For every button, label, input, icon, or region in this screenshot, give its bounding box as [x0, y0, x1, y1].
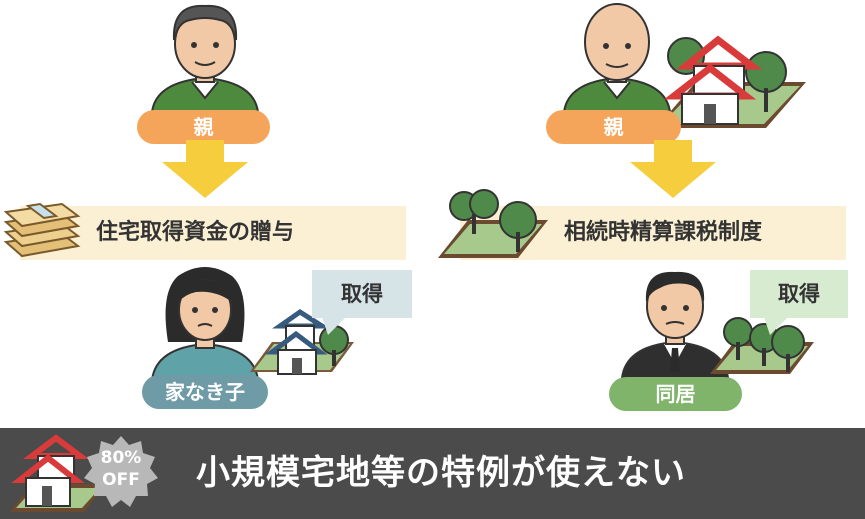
bubble-tail-left-icon	[322, 317, 346, 335]
parent-label-right: 親	[546, 110, 681, 144]
house-left-icon	[250, 308, 354, 375]
method-label-left: 住宅取得資金の贈与	[96, 220, 295, 245]
method-label-right: 相続時精算課税制度	[564, 220, 763, 245]
acquire-bubble-left: 取得	[312, 270, 412, 318]
footer-bar: 80% OFF 小規模宅地等の特例が使えない	[0, 428, 865, 519]
land-trees-icon	[438, 189, 548, 258]
house-red-roof-icon	[10, 434, 106, 512]
method-band-left: 住宅取得資金の贈与	[20, 206, 406, 260]
parent-house-icon	[656, 35, 806, 128]
arrow-down-left-icon	[162, 140, 248, 198]
arrow-down-right-icon	[630, 140, 716, 198]
badge-off: OFF	[102, 470, 140, 490]
parent-label-left: 親	[137, 110, 270, 144]
parent-right-icon	[562, 3, 672, 113]
child-right-icon	[620, 271, 730, 379]
child-label-right: 同居	[609, 377, 742, 411]
badge-percent: 80%	[100, 448, 142, 468]
bubble-tail-right-icon	[764, 317, 788, 335]
child-label-left: 家なき子	[142, 375, 268, 409]
parent-left-icon	[150, 4, 260, 113]
child-left-icon	[150, 267, 260, 381]
acquired-land-icon	[710, 317, 814, 374]
money-stack-icon	[3, 202, 81, 258]
discount-badge-icon	[84, 436, 158, 507]
acquire-bubble-right: 取得	[750, 270, 848, 318]
footer-message: 小規模宅地等の特例が使えない	[196, 453, 686, 493]
